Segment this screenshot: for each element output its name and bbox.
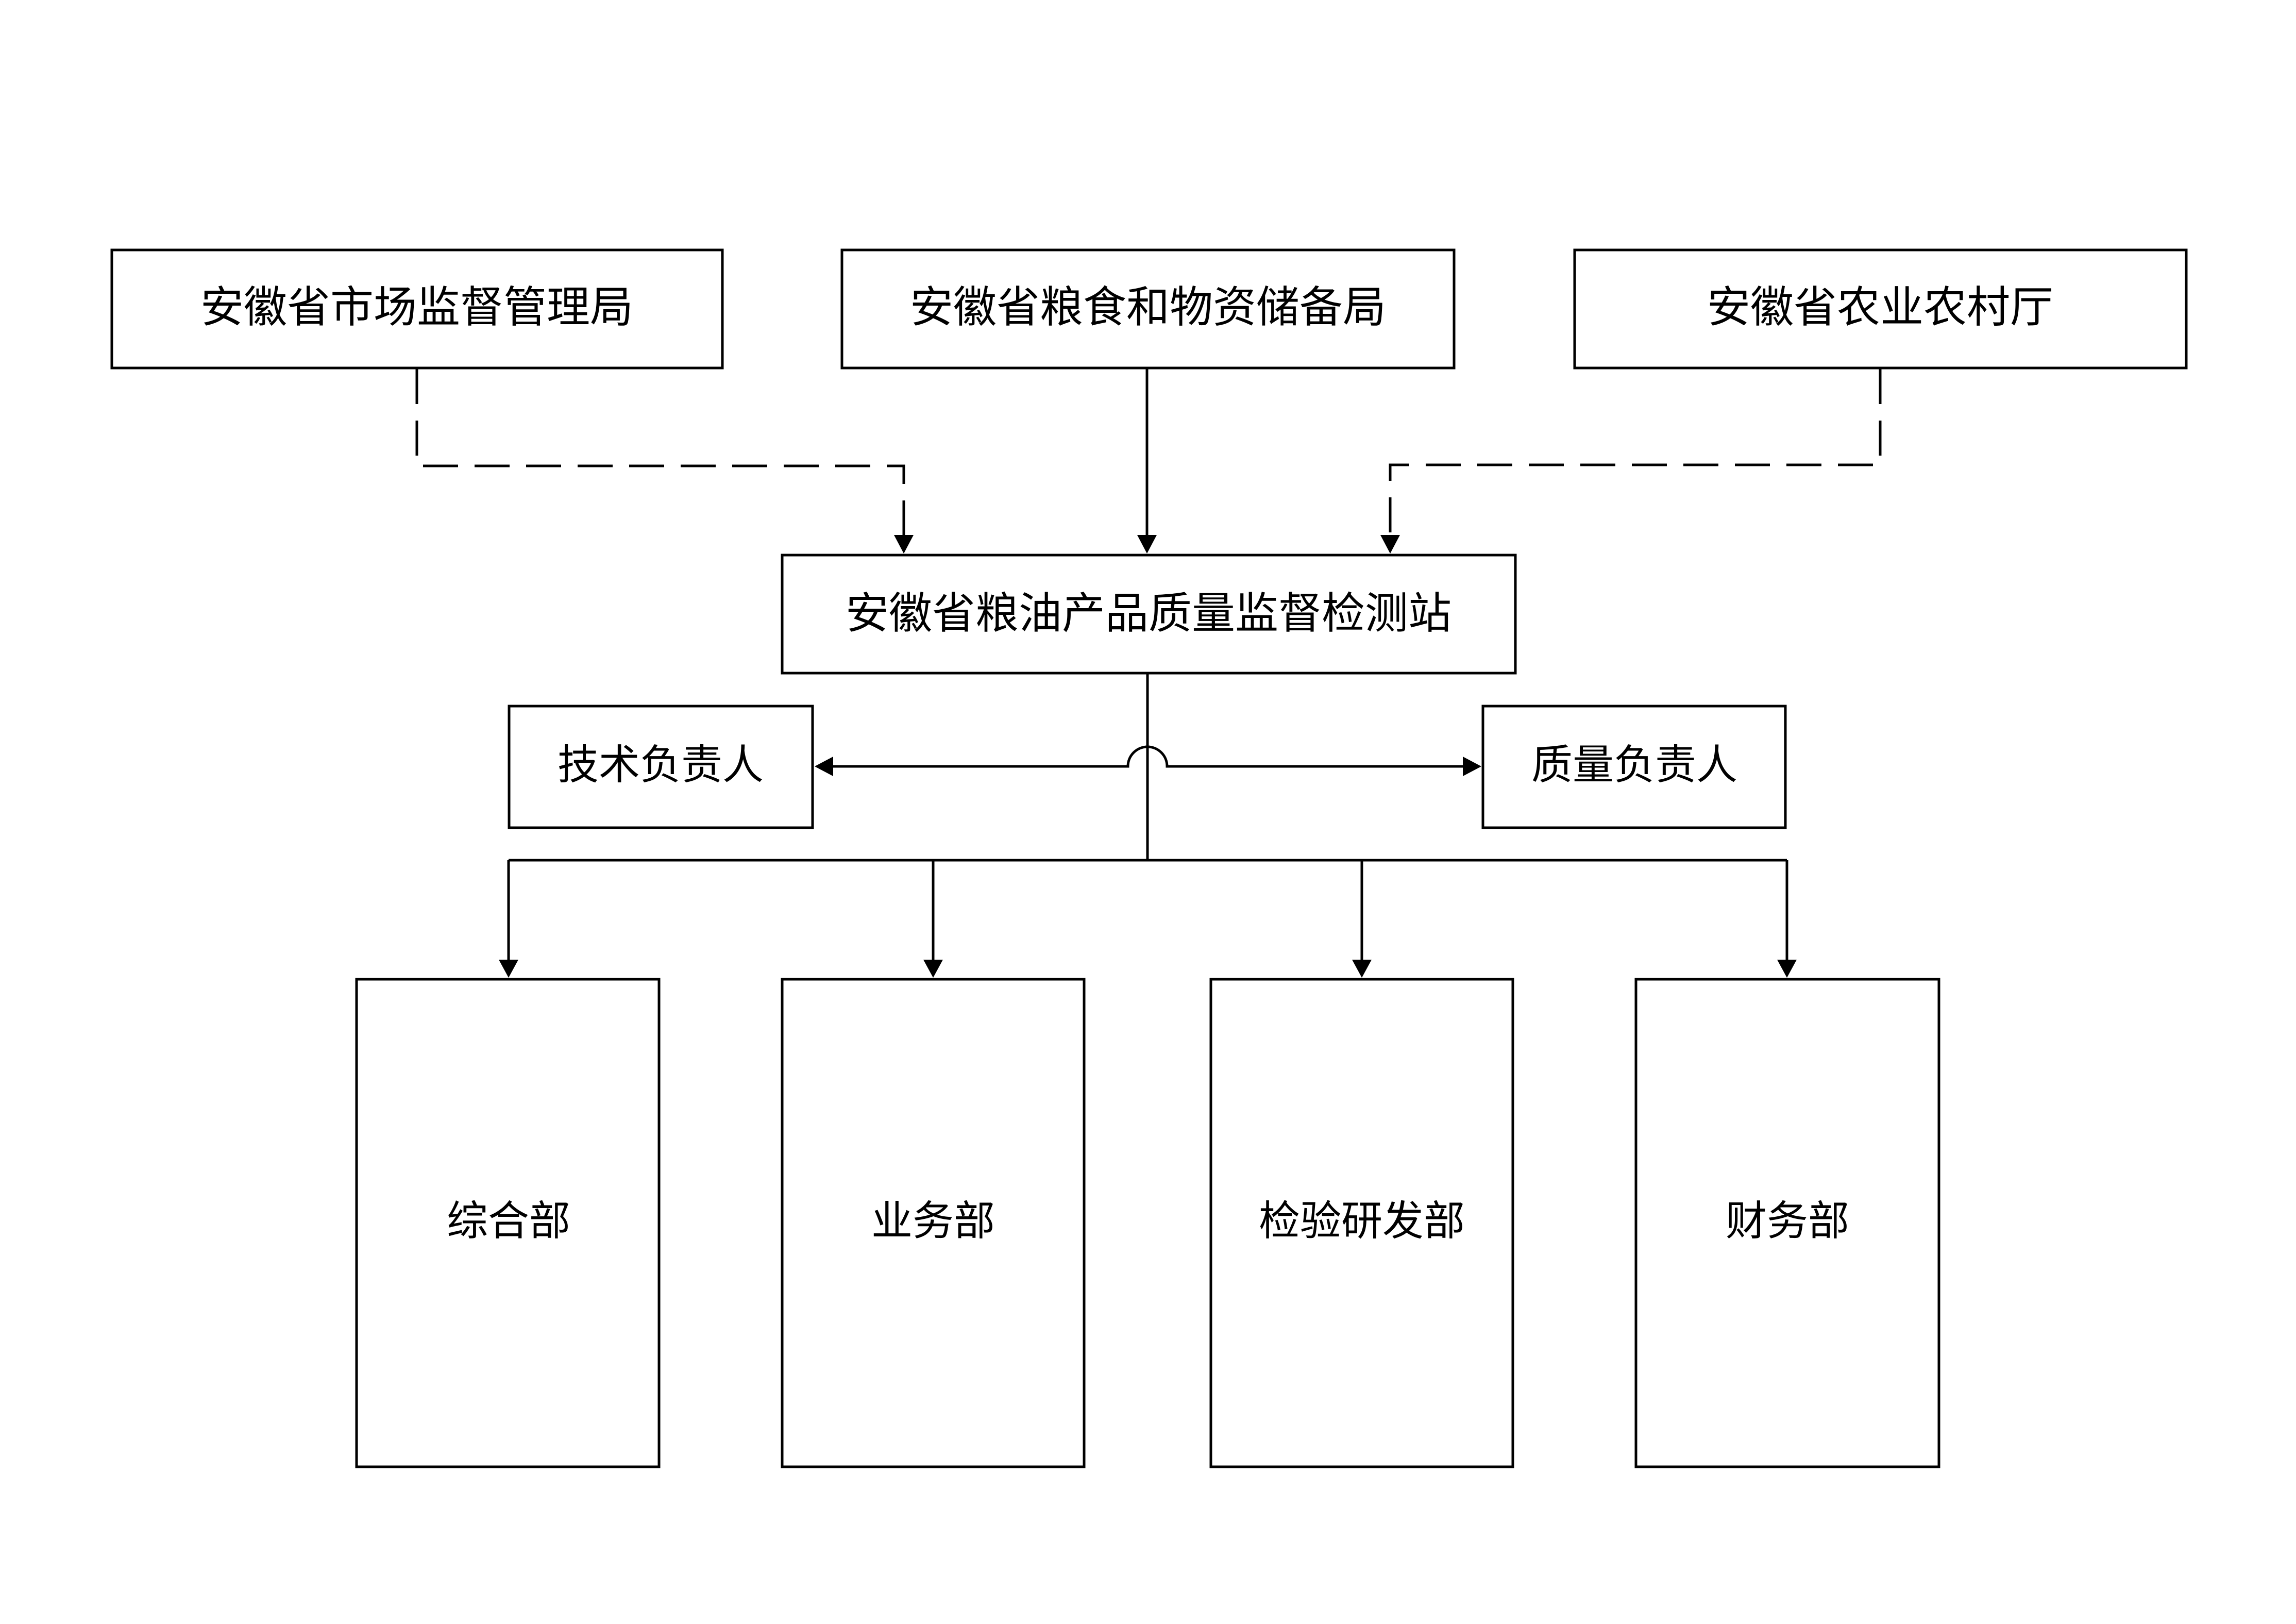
node-station[interactable]: 安徽省粮油产品质量监督检测站 xyxy=(781,554,1517,675)
officer-row: 技术负责人 质量负责人 xyxy=(508,705,1787,829)
node-general[interactable]: 综合部 xyxy=(355,978,661,1468)
node-label: 业务部 xyxy=(871,1197,995,1245)
node-label: 安徽省市场监督管理局 xyxy=(200,282,633,332)
arrowhead-down-icon xyxy=(499,960,518,978)
node-box xyxy=(1634,978,1940,1468)
arrowhead-down-icon xyxy=(1380,535,1400,554)
node-inspection-rd[interactable]: 检验研发部 xyxy=(1209,978,1514,1468)
edge-agriculture-to-station xyxy=(1389,369,1882,536)
node-label: 技术负责人 xyxy=(558,741,764,789)
arrowhead-down-icon xyxy=(1352,960,1372,978)
arrowhead-down-icon xyxy=(894,535,914,554)
arrowhead-down-icon xyxy=(1777,960,1797,978)
node-grain-reserve[interactable]: 安徽省粮食和物资储备局 xyxy=(840,248,1456,370)
node-business[interactable]: 业务部 xyxy=(781,978,1086,1468)
node-label: 安徽省农业农村厅 xyxy=(1707,282,2053,332)
node-label: 财务部 xyxy=(1726,1197,1849,1245)
node-box xyxy=(508,705,814,829)
node-agriculture[interactable]: 安徽省农业农村厅 xyxy=(1573,248,2188,370)
node-finance[interactable]: 财务部 xyxy=(1634,978,1940,1468)
node-box xyxy=(840,248,1456,370)
node-box xyxy=(1481,705,1787,829)
arrowhead-right-icon xyxy=(1463,757,1481,776)
connectors xyxy=(415,369,1882,978)
edge-market-regulation-to-station xyxy=(415,369,905,536)
node-label: 综合部 xyxy=(447,1197,570,1245)
arrowhead-left-icon xyxy=(815,757,833,776)
arrowhead-down-icon xyxy=(1137,535,1157,554)
node-box xyxy=(355,978,661,1468)
node-label: 检验研发部 xyxy=(1259,1197,1465,1245)
node-box xyxy=(781,554,1517,675)
node-box xyxy=(1573,248,2188,370)
node-technical-lead[interactable]: 技术负责人 xyxy=(508,705,814,829)
department-row: 综合部 业务部 检验研发部 财务部 xyxy=(355,978,1940,1468)
node-label: 安徽省粮食和物资储备局 xyxy=(910,282,1386,332)
node-box xyxy=(1209,978,1514,1468)
node-label: 安徽省粮油产品质量监督检测站 xyxy=(846,588,1451,639)
arrowhead-down-icon xyxy=(923,960,943,978)
edge-officers-line xyxy=(832,745,1463,768)
node-label: 质量负责人 xyxy=(1531,741,1737,789)
node-market-regulation[interactable]: 安徽省市场监督管理局 xyxy=(110,248,724,370)
node-quality-lead[interactable]: 质量负责人 xyxy=(1481,705,1787,829)
supervisor-row: 安徽省市场监督管理局 安徽省粮食和物资储备局 安徽省农业农村厅 xyxy=(110,248,2188,370)
node-box xyxy=(110,248,724,370)
node-box xyxy=(781,978,1086,1468)
